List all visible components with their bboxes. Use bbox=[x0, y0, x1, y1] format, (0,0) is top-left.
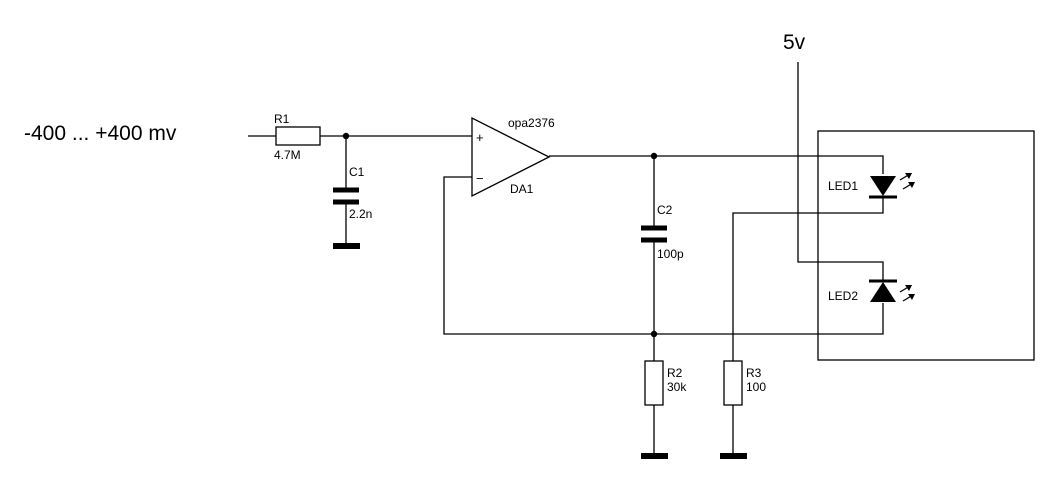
led1-ref-label: LED1 bbox=[828, 179, 858, 193]
led2-diode: LED2 bbox=[828, 279, 915, 303]
c2-value-label: 100p bbox=[657, 247, 684, 261]
ground-symbol bbox=[720, 453, 747, 459]
c1-capacitor: C1 2.2n bbox=[333, 136, 372, 249]
r2-ref-label: R2 bbox=[667, 366, 683, 380]
op-amp-ref-label: DA1 bbox=[510, 182, 534, 196]
r3-value-label: 100 bbox=[746, 380, 766, 394]
r2-value-label: 30k bbox=[667, 380, 687, 394]
minus-input-sign: − bbox=[476, 171, 484, 186]
r3-ref-label: R3 bbox=[746, 366, 762, 380]
supply-voltage-label: 5v bbox=[783, 31, 806, 54]
ground-symbol bbox=[333, 243, 360, 249]
led-module-box bbox=[817, 130, 1035, 361]
r2-resistor: R2 30k bbox=[641, 334, 687, 459]
op-amp-part-label: opa2376 bbox=[508, 116, 555, 130]
r1-resistor: R1 4.7M bbox=[248, 112, 346, 162]
c1-value-label: 2.2n bbox=[349, 207, 372, 221]
r1-ref-label: R1 bbox=[274, 112, 290, 126]
r1-value-label: 4.7M bbox=[274, 148, 301, 162]
led1-diode: LED1 bbox=[828, 173, 915, 199]
plus-input-sign: + bbox=[476, 130, 484, 145]
c2-ref-label: C2 bbox=[657, 203, 673, 217]
light-emission-arrows-icon bbox=[899, 173, 915, 190]
c1-ref-label: C1 bbox=[349, 165, 365, 179]
r3-resistor: R3 100 bbox=[720, 198, 884, 459]
input-voltage-label: -400 ... +400 mv bbox=[24, 122, 177, 145]
op-amp-da1: + − opa2376 DA1 bbox=[471, 116, 555, 198]
light-emission-arrows-icon bbox=[899, 285, 915, 302]
led2-ref-label: LED2 bbox=[828, 289, 858, 303]
c2-capacitor: C2 100p bbox=[641, 156, 684, 334]
ground-symbol bbox=[641, 453, 668, 459]
